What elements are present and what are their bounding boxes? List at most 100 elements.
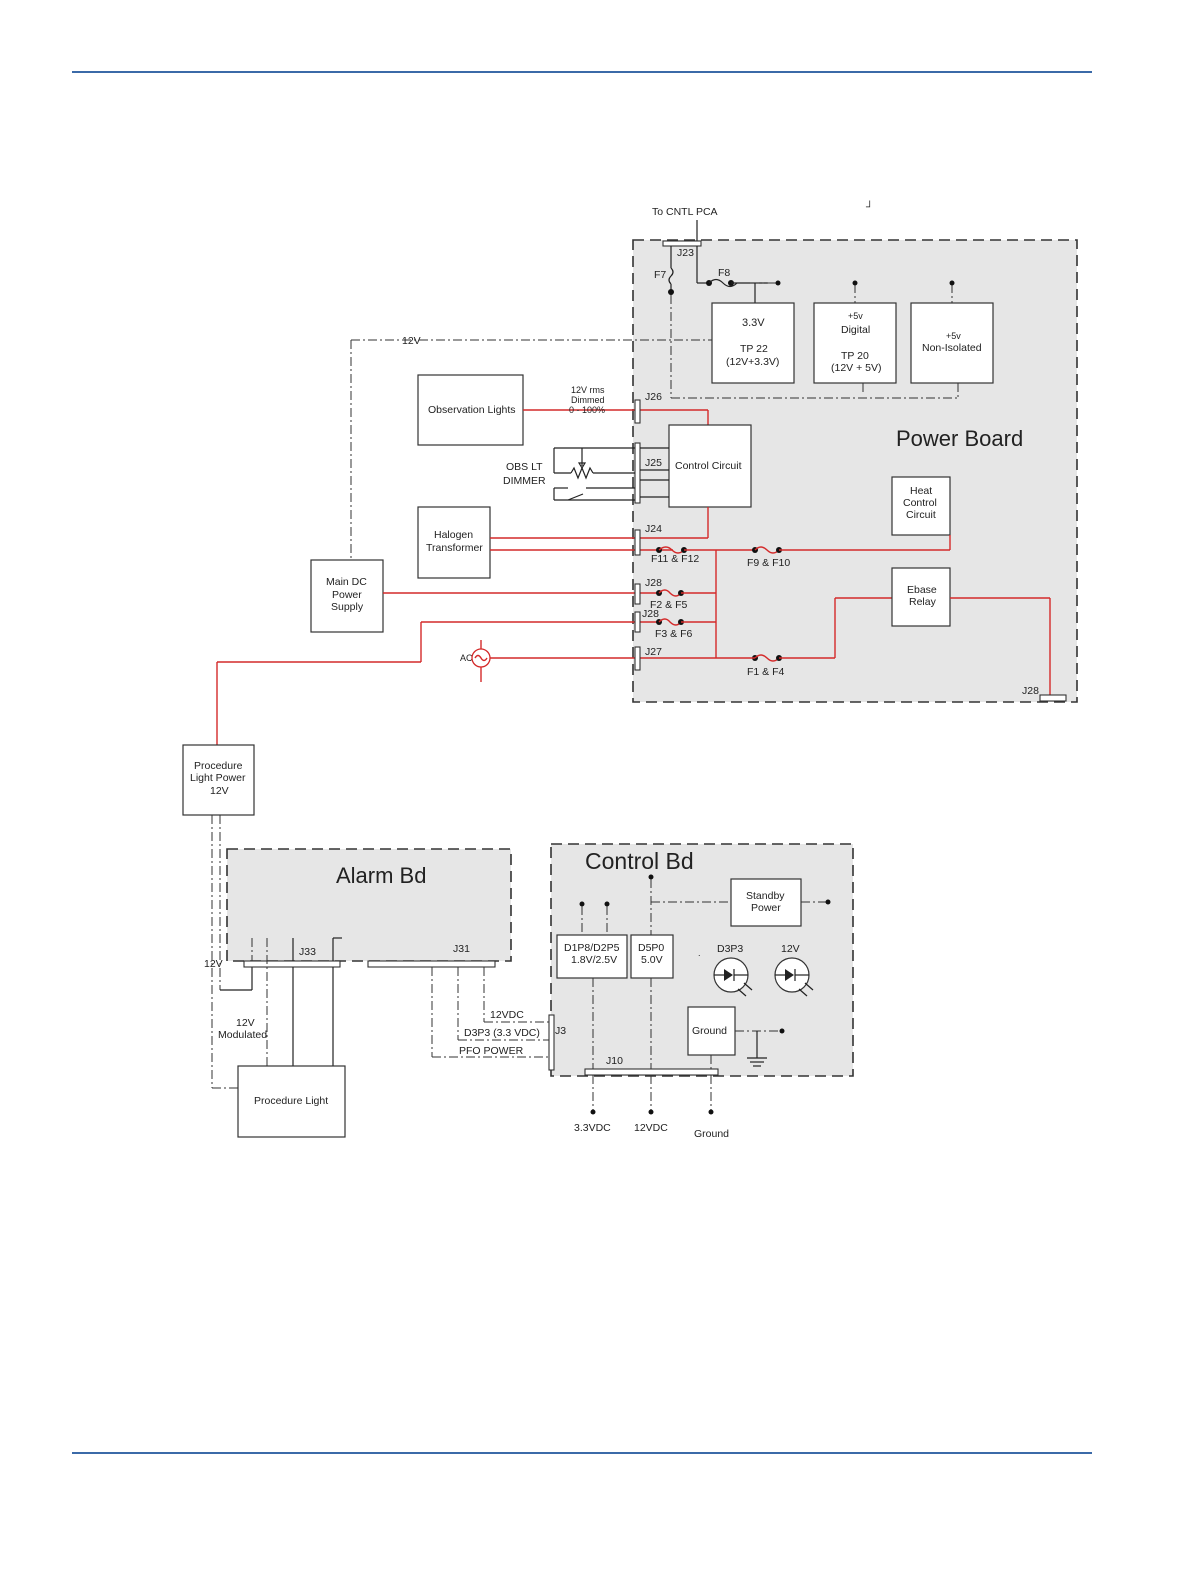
f11-f12-fuse-icon bbox=[658, 546, 685, 554]
ebase-1-label: Ebase bbox=[907, 584, 937, 596]
f1-f4-fuse-icon bbox=[754, 654, 780, 662]
sig-d3p3-label: D3P3 (3.3 VDC) bbox=[464, 1027, 540, 1039]
j25-label: J25 bbox=[645, 457, 662, 469]
proc-pwr-3-label: 12V bbox=[210, 785, 229, 797]
standby-1-label: Standby bbox=[746, 890, 785, 902]
f3-f6-label: F3 & F6 bbox=[655, 628, 693, 640]
dim-l3-label: 0 - 100% bbox=[569, 405, 605, 415]
main-dc-1-label: Main DC bbox=[326, 576, 367, 588]
heat-control-circuit-box bbox=[891, 476, 951, 536]
line-12v-label: 12V bbox=[402, 335, 421, 347]
j10-connector bbox=[584, 1068, 719, 1076]
f9-f10-label: F9 & F10 bbox=[747, 557, 790, 569]
output-ground-label: Ground bbox=[694, 1128, 729, 1140]
corner-mark: ┘ bbox=[865, 200, 873, 213]
j28-connector-c bbox=[1039, 694, 1067, 702]
standby-power-box bbox=[730, 878, 802, 927]
reg-33-title-label: 3.3V bbox=[742, 317, 765, 329]
main-dc-2-label: Power bbox=[332, 589, 362, 601]
d5p0-1-label: D5P0 bbox=[638, 942, 664, 954]
d5p0-regulator bbox=[630, 934, 674, 979]
halogen-1-label: Halogen bbox=[434, 529, 473, 541]
f9-f10-fuse-icon bbox=[754, 546, 780, 554]
reg-5d-tp-label: TP 20 bbox=[841, 350, 869, 362]
ebase-2-label: Relay bbox=[909, 596, 937, 608]
d1p8-1-label: D1P8/D2P5 bbox=[564, 942, 620, 954]
j24-connector bbox=[634, 529, 641, 556]
j28-connector-b bbox=[634, 611, 641, 633]
mod-1-label: 12V bbox=[236, 1017, 255, 1029]
control-circuit-label: Control Circuit bbox=[675, 460, 742, 472]
alarm-board-region bbox=[226, 848, 512, 962]
j28c-label: J28 bbox=[1022, 685, 1039, 697]
j24-label: J24 bbox=[645, 523, 662, 535]
control-circuit-box bbox=[668, 424, 752, 508]
j23-label: J23 bbox=[677, 247, 694, 259]
j31-label: J31 bbox=[453, 943, 470, 955]
halogen-transformer-box bbox=[417, 506, 491, 579]
regulator-5v-non-isolated bbox=[910, 302, 994, 384]
sig-pfo-label: PFO POWER bbox=[459, 1045, 524, 1057]
reg-33-tp-label: TP 22 bbox=[740, 343, 768, 355]
ebase-relay-box bbox=[891, 567, 951, 627]
j28b-label: J28 bbox=[642, 608, 659, 620]
proc-pwr-2-label: Light Power bbox=[190, 772, 246, 784]
j28a-label: J28 bbox=[645, 577, 662, 589]
j26-label: J26 bbox=[645, 391, 662, 403]
footer-rule bbox=[72, 1452, 1092, 1454]
ac-label: AC bbox=[460, 653, 473, 663]
j33-label: J33 bbox=[299, 946, 316, 958]
j33-connector bbox=[243, 960, 341, 968]
j26-connector bbox=[634, 399, 641, 424]
control-board-title: Control Bd bbox=[585, 848, 694, 874]
j3-connector bbox=[548, 1014, 555, 1071]
heat-2-label: Control bbox=[903, 497, 937, 509]
alarm-board-title: Alarm Bd bbox=[336, 863, 426, 888]
obs-lt-label: OBS LT bbox=[506, 461, 543, 473]
sig-12vdc-label: 12VDC bbox=[490, 1009, 524, 1021]
reg-5d-small-label: +5v bbox=[848, 311, 863, 321]
halogen-2-label: Transformer bbox=[426, 542, 483, 554]
j28-connector-a bbox=[634, 583, 641, 605]
d1p8-d2p5-regulator bbox=[556, 934, 628, 979]
j25-connector bbox=[634, 442, 641, 504]
alarm-12v-label: 12V bbox=[204, 958, 223, 970]
reg-5d-title-label: Digital bbox=[841, 324, 870, 336]
f11-f12-label: F11 & F12 bbox=[651, 553, 699, 565]
output-33vdc-label: 3.3VDC bbox=[574, 1122, 611, 1134]
d3p3-led-icon bbox=[713, 957, 753, 997]
d1p8-2-label: 1.8V/2.5V bbox=[571, 954, 617, 966]
f2-f5-label: F2 & F5 bbox=[650, 599, 688, 611]
observation-lights-label: Observation Lights bbox=[428, 404, 516, 416]
ground-box bbox=[687, 1006, 736, 1056]
reg-5d-val-label: (12V + 5V) bbox=[831, 362, 882, 374]
reg-33-val-label: (12V+3.3V) bbox=[726, 356, 779, 368]
power-board-title: Power Board bbox=[896, 426, 1023, 451]
diagram-label: . bbox=[698, 948, 701, 958]
f1-f4-label: F1 & F4 bbox=[747, 666, 785, 678]
potentiometer-icon bbox=[570, 466, 594, 480]
output-12vdc-label: 12VDC bbox=[634, 1122, 668, 1134]
heat-1-label: Heat bbox=[910, 485, 932, 497]
j27-label: J27 bbox=[645, 646, 662, 658]
j3-label: J3 bbox=[555, 1025, 566, 1037]
dim-l2-label: Dimmed bbox=[571, 395, 605, 405]
j31-connector bbox=[367, 960, 496, 968]
d3p3-label: D3P3 bbox=[717, 943, 743, 955]
j27-connector bbox=[634, 646, 641, 671]
f3-f6-fuse-icon bbox=[658, 618, 682, 626]
led-12v-label: 12V bbox=[781, 943, 800, 955]
12v-led-icon bbox=[774, 957, 814, 997]
to-cntl-pca-label: To CNTL PCA bbox=[652, 206, 718, 218]
dim-l1-label: 12V rms bbox=[571, 385, 605, 395]
reg-5n-small-label: +5v bbox=[946, 331, 961, 341]
j10-label: J10 bbox=[606, 1055, 623, 1067]
heat-3-label: Circuit bbox=[906, 509, 936, 521]
ground-box-label: Ground bbox=[692, 1025, 727, 1037]
f8-label: F8 bbox=[718, 267, 730, 279]
f7-fuse-icon bbox=[668, 267, 674, 285]
switch-icon bbox=[567, 493, 584, 501]
procedure-light-box bbox=[237, 1065, 346, 1138]
ground-symbol-icon bbox=[747, 1031, 767, 1067]
